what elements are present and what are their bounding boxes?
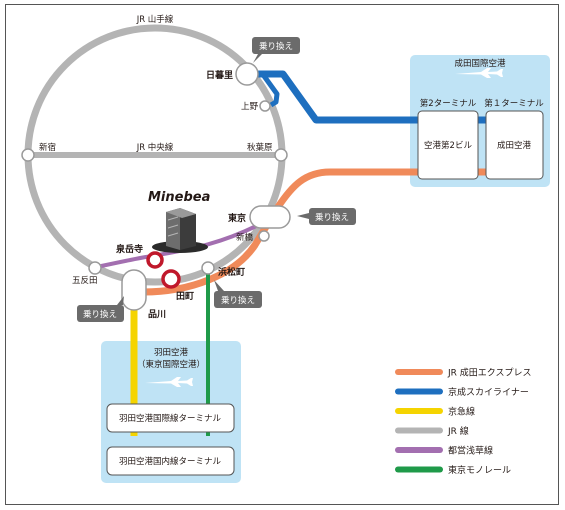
- station-shinagawa-marker: [121, 269, 147, 311]
- station-shinjuku-marker: [21, 148, 35, 162]
- station-tamachi-label: 田町: [176, 291, 194, 302]
- haneda-dom-terminal-label: 羽田空港国内線ターミナル: [119, 456, 222, 467]
- narita-airport-name: 成田国際空港: [454, 58, 506, 69]
- narita-terminal1-station: 成田空港: [497, 140, 532, 151]
- narita-express-line: [142, 168, 420, 296]
- legend-item: JR 成田エクスプレス: [395, 367, 532, 379]
- legend-item: JR 線: [395, 425, 469, 437]
- legend-label: 京成スカイライナー: [448, 386, 529, 398]
- transfer-label-nippori: 乗り換え: [259, 41, 293, 52]
- transfer-callout-nippori: 乗り換え: [252, 37, 300, 63]
- transfer-callout-shinagawa: 乗り換え: [77, 296, 124, 322]
- narita-terminal2-box: [417, 110, 479, 180]
- legend-item: 都営浅草線: [395, 445, 493, 457]
- station-shinbashi-marker: [258, 230, 270, 242]
- chuo-line-label: JR 中央線: [136, 142, 174, 153]
- narita-terminal1-box: [485, 110, 544, 180]
- haneda-airport-name: 羽田空港: [154, 347, 189, 358]
- narita-terminal1-label: 第１ターミナル: [484, 98, 544, 109]
- haneda-airport-subname: （東京国際空港）: [137, 359, 205, 370]
- station-nippori-label: 日暮里: [206, 69, 233, 81]
- station-gotanda-marker: [88, 261, 102, 275]
- station-ueno-marker: [259, 100, 271, 112]
- legend-label: JR 線: [447, 425, 469, 437]
- haneda-intl-terminal-box: [106, 403, 235, 433]
- minebea-building-icon: [152, 208, 208, 253]
- station-sengakuji-marker: [146, 251, 164, 269]
- station-sengakuji-label: 泉岳寺: [115, 243, 143, 255]
- legend-label: 京急線: [448, 406, 475, 418]
- legend-label: JR 成田エクスプレス: [447, 367, 532, 379]
- station-shinjuku-label: 新宿: [39, 142, 56, 153]
- narita-terminal2-station: 空港第2ビル: [424, 140, 472, 151]
- yamanote-line-label: JR 山手線: [136, 14, 174, 25]
- station-akihabara-label: 秋葉原: [247, 142, 273, 153]
- transfer-callout-hamamatsucho: 乗り換え: [214, 280, 262, 308]
- company-logo: Minebea: [148, 190, 210, 205]
- legend-item: 京成スカイライナー: [395, 386, 529, 398]
- legend-label: 東京モノレール: [448, 464, 511, 476]
- station-shinbashi-label: 新橋: [236, 232, 254, 243]
- legend-item: 東京モノレール: [395, 464, 511, 476]
- station-tamachi-marker: [161, 269, 181, 289]
- station-nippori-marker: [235, 62, 259, 86]
- transfer-label-tokyo: 乗り換え: [315, 212, 349, 223]
- legend-label: 都営浅草線: [448, 445, 493, 457]
- transfer-callout-tokyo: 乗り換え: [297, 208, 356, 225]
- station-gotanda-label: 五反田: [72, 275, 98, 286]
- legend-item: 京急線: [395, 406, 475, 418]
- station-tokyo-label: 東京: [228, 212, 246, 224]
- keisei-line: [258, 70, 420, 124]
- transfer-label-hamamatsucho: 乗り換え: [221, 295, 255, 306]
- station-tokyo-marker: [249, 205, 291, 229]
- haneda-dom-terminal-box: [106, 446, 235, 476]
- station-ueno-label: 上野: [241, 102, 259, 112]
- station-shinagawa-label: 品川: [148, 309, 166, 320]
- station-hamamatsucho-label: 浜松町: [218, 266, 245, 278]
- station-hamamatsucho-marker: [201, 261, 215, 275]
- narita-terminal2-label: 第2ターミナル: [420, 98, 477, 109]
- haneda-intl-terminal-label: 羽田空港国際線ターミナル: [119, 413, 222, 424]
- station-akihabara-marker: [274, 148, 288, 162]
- transfer-label-shinagawa: 乗り換え: [83, 309, 117, 320]
- keisei-ueno-branch: [261, 74, 280, 108]
